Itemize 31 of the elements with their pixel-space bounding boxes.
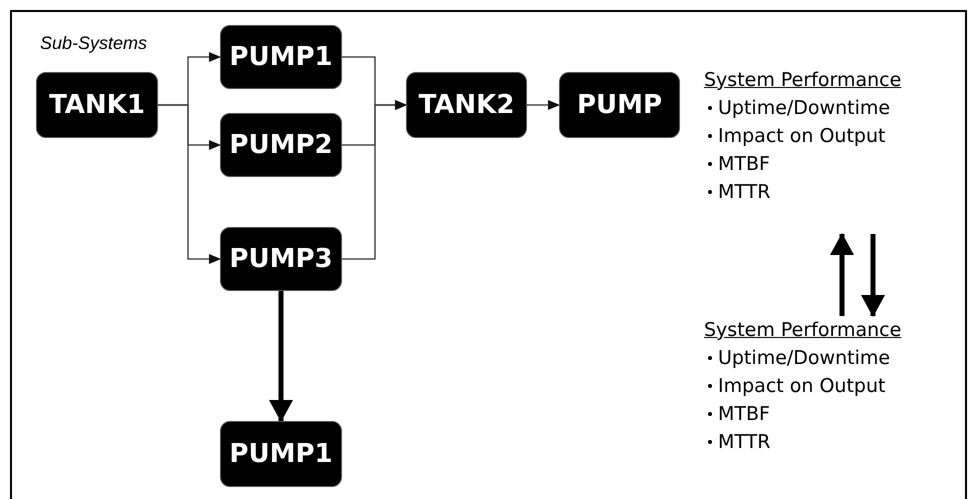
section-heading: System Performance xyxy=(704,68,902,93)
node-label: PUMP xyxy=(576,92,662,118)
arrow xyxy=(527,100,560,110)
list-item: Uptime/Downtime xyxy=(718,346,890,371)
arrow xyxy=(342,100,407,260)
list-item: Impact on Output xyxy=(718,124,886,149)
node-label: PUMP3 xyxy=(229,246,333,272)
node-label: PUMP1 xyxy=(229,44,333,70)
list-item: MTBF xyxy=(718,152,770,177)
list-item: MTBF xyxy=(718,402,770,427)
node-label: TANK2 xyxy=(418,92,514,118)
node-label: PUMP1 xyxy=(229,441,333,467)
list-item: Uptime/Downtime xyxy=(718,96,890,121)
process-box xyxy=(406,72,527,138)
section-heading: System Performance xyxy=(704,318,902,343)
process-box xyxy=(36,72,158,138)
node-label: TANK1 xyxy=(49,92,145,118)
section-label: Sub-Systems xyxy=(40,34,148,52)
list-item: MTTR xyxy=(718,180,770,205)
list-item: Impact on Output xyxy=(718,374,886,399)
process-box xyxy=(220,227,342,291)
process-box xyxy=(559,72,680,138)
process-box xyxy=(220,113,342,177)
arrow xyxy=(861,234,885,317)
list-item: MTTR xyxy=(718,430,770,455)
process-box xyxy=(220,421,342,487)
arrow xyxy=(269,291,293,422)
arrow xyxy=(158,104,221,264)
arrow xyxy=(830,233,854,316)
node-label: PUMP2 xyxy=(229,132,333,158)
process-box xyxy=(220,25,342,89)
